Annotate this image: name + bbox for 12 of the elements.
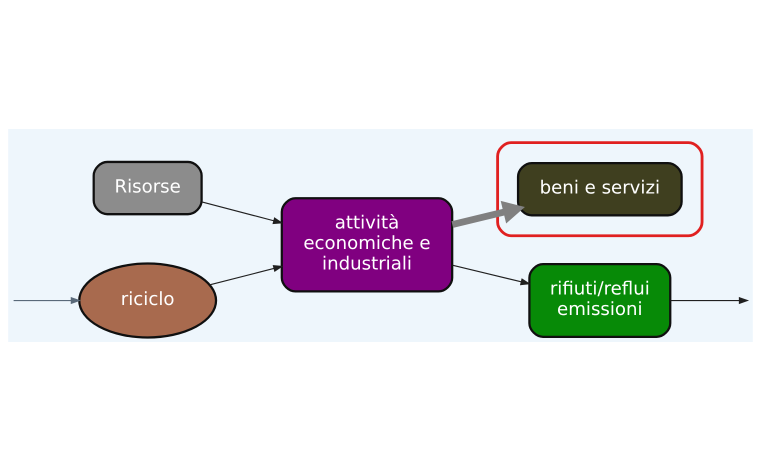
arrow: [452, 200, 525, 228]
arrow: [210, 264, 284, 285]
arrow: [14, 296, 81, 304]
node-box: beni e servizi: [516, 161, 683, 216]
node-ellipse: riciclo: [78, 262, 218, 338]
node-box: rifiuti/reflui emissioni: [528, 262, 672, 338]
node-box: Risorse: [92, 160, 203, 215]
cluster: [496, 140, 704, 237]
arrow: [452, 264, 531, 285]
arrow: [670, 296, 750, 304]
node-box: attività economiche e industriali: [280, 196, 454, 292]
arrow: [202, 200, 284, 224]
